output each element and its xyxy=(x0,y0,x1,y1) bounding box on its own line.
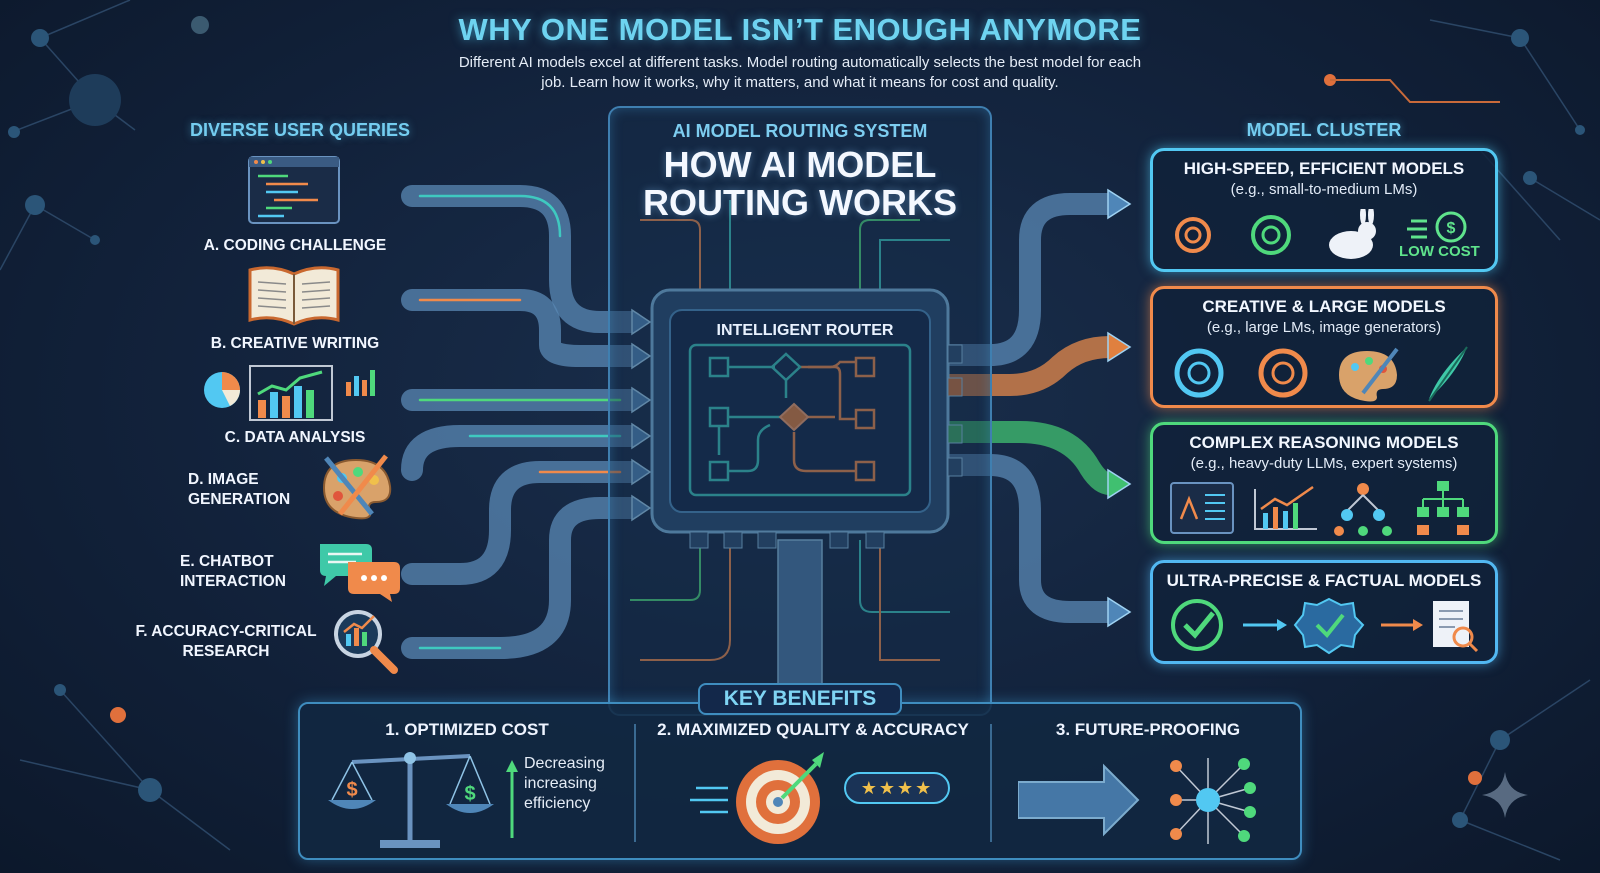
svg-text:$: $ xyxy=(346,779,357,801)
key-benefits-title: KEY BENEFITS xyxy=(698,683,902,715)
query-coding: A. CODING CHALLENGE xyxy=(203,237,387,254)
benefit-optimized-cost: 1. OPTIMIZED COST xyxy=(385,720,549,739)
chat-bubbles-icon xyxy=(320,544,400,602)
verified-badge-icon xyxy=(1293,597,1365,655)
magnifier-chart-icon xyxy=(334,610,398,674)
up-arrow-icon xyxy=(506,760,518,838)
intelligent-router-label: INTELLIGENT ROUTER xyxy=(716,322,894,339)
fast-model-icons: $ xyxy=(1175,209,1467,259)
dollar-coin-icon xyxy=(1407,211,1467,243)
line-chart-icon xyxy=(1254,485,1317,530)
target-icon xyxy=(690,752,824,844)
green-knot-icon xyxy=(1251,215,1291,255)
hierarchy-icon xyxy=(1417,481,1469,535)
precise-model-icons xyxy=(1171,597,1479,655)
subtitle-line-2: job. Learn how it works, why it matters,… xyxy=(541,74,1059,91)
creative-model-icons xyxy=(1174,346,1468,402)
sparkle-icon xyxy=(1482,772,1528,818)
cluster-complex-reasoning: COMPLEX REASONING MODELS (e.g., heavy-du… xyxy=(1150,422,1498,544)
queries-heading: DIVERSE USER QUERIES xyxy=(189,120,411,140)
divider xyxy=(634,724,636,842)
routing-title: HOW AI MODEL ROUTING WORKS xyxy=(643,144,957,223)
arrow-icon xyxy=(1243,619,1287,631)
svg-text:$: $ xyxy=(464,783,475,805)
benefit-future-proofing: 3. FUTURE-PROOFING xyxy=(1055,720,1241,739)
document-search-icon xyxy=(1433,601,1479,653)
svg-text:$: $ xyxy=(1447,220,1456,237)
future-network-icon xyxy=(1018,758,1256,844)
page-subtitle: Different AI models excel at different t… xyxy=(400,53,1200,93)
charts-icon xyxy=(204,365,375,421)
blue-knot-icon xyxy=(1174,348,1224,398)
efficiency-note: Decreasing increasing efficiency xyxy=(524,755,605,812)
page-title: WHY ONE MODEL ISN’T ENOUGH ANYMORE xyxy=(458,12,1142,47)
code-window-icon xyxy=(248,156,340,224)
feather-quill-icon xyxy=(1428,346,1468,402)
query-accuracy-research: F. ACCURACY-CRITICAL RESEARCH xyxy=(135,623,317,660)
divider xyxy=(990,724,992,842)
cluster-high-speed: HIGH-SPEED, EFFICIENT MODELS (e.g., smal… xyxy=(1150,148,1498,272)
low-cost-badge: LOW COST xyxy=(1399,243,1480,260)
routing-system-panel xyxy=(608,106,992,716)
query-image-generation: D. IMAGE GENERATION xyxy=(188,471,291,508)
reasoning-model-icons xyxy=(1170,481,1469,536)
cluster-heading: MODEL CLUSTER xyxy=(1246,120,1402,140)
palette-icon xyxy=(1339,347,1399,402)
paint-palette-icon xyxy=(322,454,392,520)
cluster-creative-large: CREATIVE & LARGE MODELS (e.g., large LMs… xyxy=(1150,286,1498,408)
rabbit-icon xyxy=(1329,209,1376,259)
balance-scale-icon: $ $ xyxy=(328,752,494,848)
check-circle-icon xyxy=(1171,599,1223,651)
cluster-ultra-precise: ULTRA-PRECISE & FACTUAL MODELS xyxy=(1150,560,1498,664)
orange-knot-icon xyxy=(1258,348,1308,398)
benefit-quality-accuracy: 2. MAXIMIZED QUALITY & ACCURACY xyxy=(657,720,969,739)
decision-tree-icon xyxy=(1334,483,1392,536)
subtitle-line-1: Different AI models excel at different t… xyxy=(458,54,1142,71)
routing-system-label: AI MODEL ROUTING SYSTEM xyxy=(672,121,928,141)
key-benefits-panel: 1. OPTIMIZED COST $ $ Decreasing increas… xyxy=(298,702,1302,860)
query-data-analysis: C. DATA ANALYSIS xyxy=(224,429,366,446)
query-creative-writing: B. CREATIVE WRITING xyxy=(210,335,380,352)
code-editor-icon xyxy=(1170,482,1234,534)
query-chatbot: E. CHATBOT INTERACTION xyxy=(180,553,286,590)
arrow-icon xyxy=(1381,619,1423,631)
orange-knot-icon xyxy=(1175,217,1211,253)
rating-stars: ★★★★ xyxy=(844,772,950,804)
open-book-icon xyxy=(248,266,340,326)
